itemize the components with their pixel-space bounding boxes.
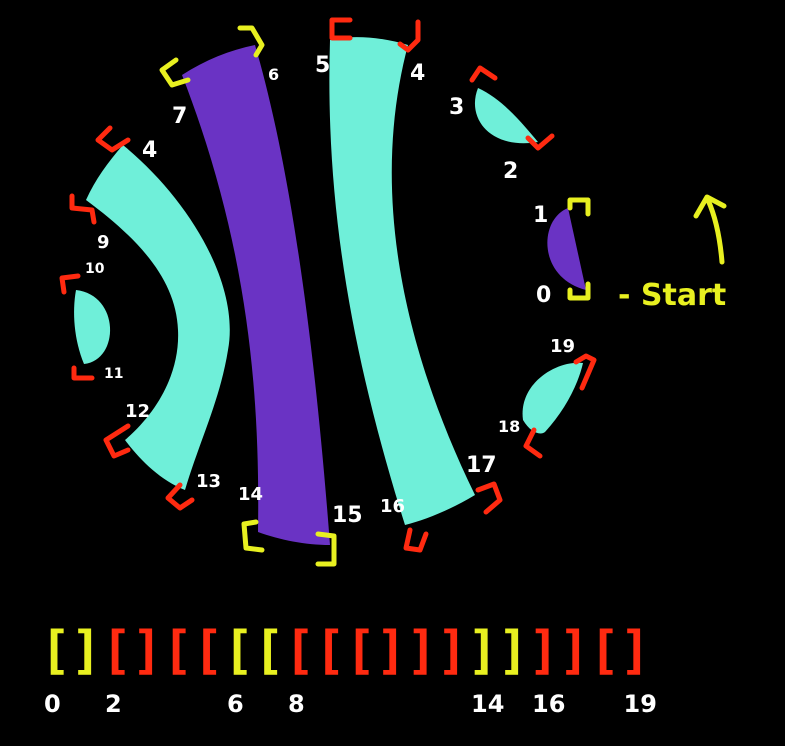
circle-bracket-9 — [69, 193, 97, 225]
label-15: 15 — [332, 503, 363, 528]
sequence-bracket-4: [ — [162, 621, 193, 681]
label-19: 19 — [550, 336, 575, 357]
circle-bracket-7 — [159, 57, 191, 88]
circle-bracket-4 — [397, 19, 421, 53]
sequence-bracket-1: ] — [71, 621, 102, 681]
start-indicator: - Start — [618, 194, 727, 313]
circle-bracket-19 — [573, 353, 597, 391]
label-1: 1 — [533, 203, 548, 228]
label-11: 11 — [104, 366, 123, 382]
label-12: 12 — [125, 401, 150, 422]
circle-brackets — [59, 17, 597, 567]
chord-2-3 — [474, 88, 538, 144]
label-6: 6 — [268, 65, 279, 84]
circle-bracket-15 — [315, 531, 337, 567]
circle-bracket-5 — [329, 17, 353, 41]
label-14: 14 — [238, 484, 263, 505]
start-label: - Start — [618, 278, 726, 313]
sequence-index-8: 8 — [288, 690, 305, 718]
chord-5-16-band — [329, 37, 475, 525]
circle-bracket-8 — [95, 125, 131, 153]
circle-bracket-13 — [165, 482, 195, 511]
sequence-bracket-18: [ — [589, 621, 620, 681]
circle-bracket-1 — [567, 281, 591, 301]
label-16: 16 — [380, 496, 405, 517]
sequence-index-19: 19 — [624, 690, 657, 718]
sequence-bracket-13: ] — [437, 621, 468, 681]
circle-bracket-17 — [475, 481, 503, 515]
label-18: 18 — [498, 417, 520, 436]
sequence-bracket-0: [ — [40, 621, 71, 681]
sequence-index-2: 2 — [105, 690, 122, 718]
sequence-bracket-7: [ — [254, 621, 285, 681]
chord-18-19 — [522, 362, 583, 434]
label-7: 7 — [172, 104, 187, 129]
label-4-top: 4 — [410, 61, 425, 86]
circle-bracket-18 — [523, 427, 543, 459]
label-17: 17 — [466, 453, 497, 478]
label-5: 5 — [315, 53, 330, 78]
circle-bracket-12 — [103, 423, 131, 459]
sequence-bracket-6: [ — [223, 621, 254, 681]
sequence-index-6: 6 — [227, 690, 244, 718]
sequence-bracket-16: ] — [528, 621, 559, 681]
chord-shapes — [74, 37, 586, 545]
circle-bracket-10 — [59, 273, 81, 295]
circle-bracket-6 — [237, 25, 265, 58]
chord-10-11 — [74, 290, 111, 364]
label-9: 9 — [97, 232, 110, 253]
circle-labels: 0 1 2 3 4 5 6 7 4 9 10 11 12 13 14 15 16… — [85, 53, 575, 528]
label-13: 13 — [196, 471, 221, 492]
sequence-index-14: 14 — [471, 690, 504, 718]
sequence-index-0: 0 — [44, 690, 61, 718]
sequence-bracket-2: [ — [101, 621, 132, 681]
sequence-bracket-10: [ — [345, 621, 376, 681]
sequence-bracket-5: [ — [193, 621, 224, 681]
chord-9-12-band — [86, 145, 230, 490]
sequence-bracket-8: [ — [284, 621, 315, 681]
circle-bracket-11 — [71, 365, 95, 381]
label-0: 0 — [536, 283, 551, 308]
sequence-bracket-11: ] — [376, 621, 407, 681]
sequence-bracket-17: ] — [559, 621, 590, 681]
label-3: 3 — [449, 95, 464, 120]
sequence-bracket-19: ] — [620, 621, 651, 681]
circle-bracket-3 — [525, 133, 555, 151]
sequence-bracket-3: ] — [132, 621, 163, 681]
circle-bracket-14 — [241, 519, 265, 553]
sequence-bracket-12: ] — [406, 621, 437, 681]
sequence-index-labels: 0 2 6 8 14 16 19 — [44, 690, 657, 718]
label-2: 2 — [503, 159, 518, 184]
label-4-left: 4 — [142, 138, 157, 163]
sequence-bracket-9: [ — [315, 621, 346, 681]
circle-bracket-0 — [567, 197, 591, 217]
chord-7-14-band — [182, 45, 330, 545]
sequence-index-16: 16 — [532, 690, 565, 718]
chord-0-1 — [547, 208, 586, 290]
circle-bracket-16 — [403, 527, 429, 553]
label-10: 10 — [85, 261, 105, 277]
sequence-bracket-15: ] — [498, 621, 529, 681]
sequence-bracket-14: ] — [467, 621, 498, 681]
bracket-sequence: [][][[[[[[[]]]]]]][] — [40, 621, 651, 681]
circle-bracket-2 — [469, 65, 498, 83]
arrow-up-icon — [693, 194, 727, 265]
